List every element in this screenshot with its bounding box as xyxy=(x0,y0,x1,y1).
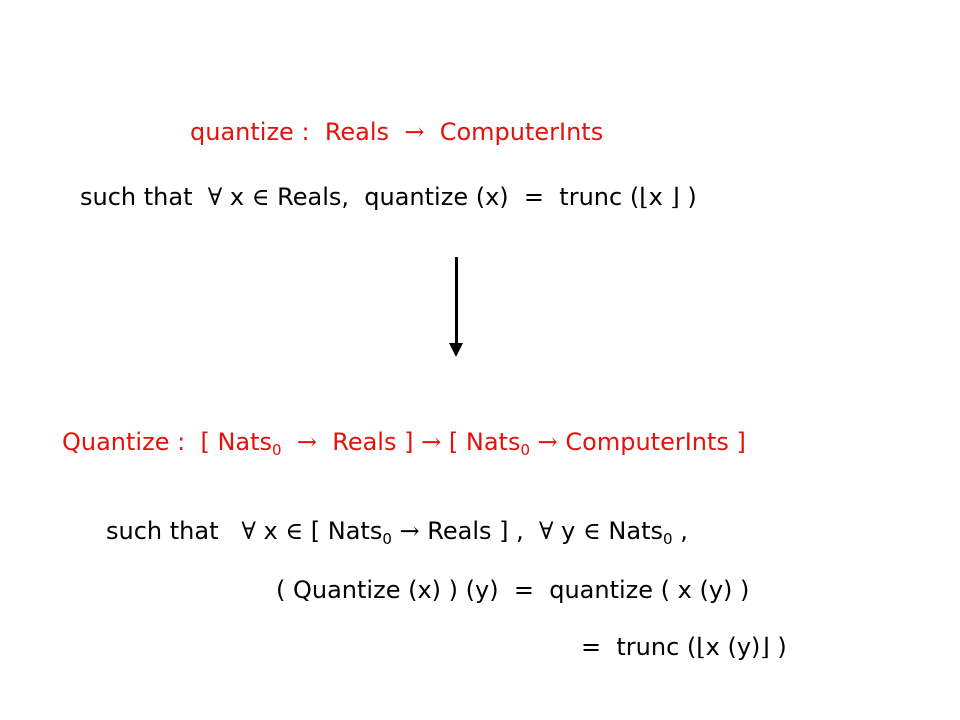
quantize-name: quantize xyxy=(190,118,294,146)
nats-set: Nats xyxy=(217,428,273,456)
Quantize-quantifiers: such that ∀ x ∈ [ Nats0 → Reals ] , ∀ y … xyxy=(106,516,688,554)
nats-set: Nats xyxy=(465,428,521,456)
nats-subscript: 0 xyxy=(382,530,392,548)
left-floor-symbol: ⌊ xyxy=(639,183,649,211)
element-of-symbol: ∈ xyxy=(583,517,601,545)
equals-sign: = xyxy=(581,633,602,661)
nats-subscript: 0 xyxy=(520,441,530,459)
maps-to-arrow: → xyxy=(537,428,558,456)
nats-set: Nats xyxy=(608,517,663,545)
forall-symbol: ∀ xyxy=(207,183,223,211)
Quantize-application: ( Quantize (x) ) (y) xyxy=(276,576,499,604)
domain-reals: Reals xyxy=(324,118,390,146)
quantize-definition: such that ∀ x ∈ Reals, quantize (x) = tr… xyxy=(80,182,697,212)
equals-sign: = xyxy=(523,183,545,211)
left-floor-symbol: ⌊ xyxy=(696,633,706,661)
signal-space-open: [ Nats xyxy=(310,517,383,545)
codomain-computerints: ComputerInts xyxy=(439,118,604,146)
var-x: x xyxy=(263,517,278,545)
down-arrow-shaft xyxy=(455,257,458,345)
Quantize-signature: Quantize : [ Nats0 → Reals ] → [ Nats0 →… xyxy=(62,427,746,465)
trailing-comma: , xyxy=(680,517,688,545)
floor-argument: x (y) xyxy=(705,633,761,661)
reals-bracket: Reals ] xyxy=(332,428,414,456)
computerints-bracket: ComputerInts ] xyxy=(565,428,746,456)
var-x: x xyxy=(229,183,245,211)
maps-to-arrow: → xyxy=(404,118,425,146)
element-of-symbol: ∈ xyxy=(251,183,270,211)
element-of-symbol: ∈ xyxy=(285,517,304,545)
quantize-application: quantize (x) xyxy=(364,183,509,211)
trunc-close: ) xyxy=(687,183,697,211)
equals-sign: = xyxy=(513,576,534,604)
maps-to-arrow: → xyxy=(296,428,317,456)
reals-bracket: Reals ] , xyxy=(427,517,524,545)
open-bracket: [ xyxy=(448,428,459,456)
var-y: y xyxy=(561,517,576,545)
reals-set: Reals, xyxy=(277,183,350,211)
trunc-equation: = trunc (⌊x (y)⌋ ) xyxy=(581,632,787,662)
maps-to-arrow: → xyxy=(399,517,420,545)
open-bracket: [ xyxy=(200,428,210,456)
colon: : xyxy=(301,118,310,146)
floor-argument: x xyxy=(648,183,663,211)
trunc-open: trunc ( xyxy=(559,183,640,211)
trunc-open: trunc ( xyxy=(616,633,697,661)
quantize-composition: quantize ( x (y) ) xyxy=(549,576,750,604)
such-that-label: such that xyxy=(80,183,193,211)
nats-subscript: 0 xyxy=(663,530,673,548)
Quantize-name: Quantize : xyxy=(62,428,186,456)
trunc-close: ) xyxy=(777,633,787,661)
forall-symbol: ∀ xyxy=(539,517,554,545)
such-that-label: such that xyxy=(106,517,219,545)
quantize-signature: quantize : Reals → ComputerInts xyxy=(190,117,603,147)
forall-symbol: ∀ xyxy=(241,517,256,545)
maps-to-arrow: → xyxy=(421,428,442,456)
Quantize-equation: ( Quantize (x) ) (y) = quantize ( x (y) … xyxy=(276,575,749,605)
right-floor-symbol: ⌋ xyxy=(670,183,680,211)
nats-subscript: 0 xyxy=(272,441,282,459)
down-arrow-icon xyxy=(449,343,463,357)
right-floor-symbol: ⌋ xyxy=(760,633,770,661)
